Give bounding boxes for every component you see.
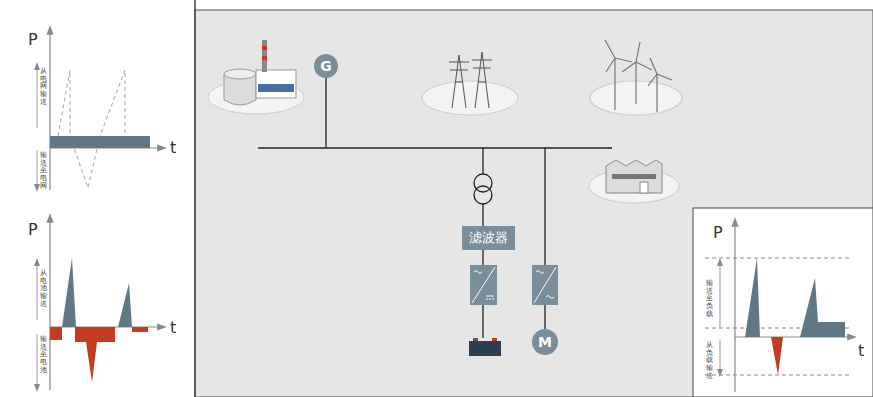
main-panel <box>195 10 873 397</box>
grid-chart <box>37 30 162 190</box>
axis-label: t <box>170 140 176 156</box>
axis-label: P <box>713 225 723 241</box>
axis-direction-label: 从电网输送 <box>40 68 47 106</box>
wiring <box>258 78 612 338</box>
circle-node: G <box>314 54 338 78</box>
circle-node: M <box>532 329 558 355</box>
load-panel <box>693 208 873 397</box>
wind-farm-icon <box>590 40 682 115</box>
node-label: 滤波器 <box>469 229 508 247</box>
node-label: M <box>538 334 552 350</box>
factory-icon <box>589 160 679 203</box>
axis-direction-label: 输送至电池 <box>40 336 47 374</box>
battery-chart <box>37 218 162 390</box>
axis-label: t <box>170 320 176 336</box>
axis-direction-label: 输送至负载 <box>706 280 713 318</box>
battery-icon <box>469 338 501 356</box>
axis-label: P <box>28 222 38 238</box>
axis-direction-label: 输送至电网 <box>40 152 47 190</box>
axis-direction-label: 从负载输送 <box>706 342 713 380</box>
pylon-icon <box>422 52 518 115</box>
converter-symbol <box>470 265 558 305</box>
power-plant-icon <box>208 40 304 114</box>
axis-direction-label: 从电池输送 <box>40 270 47 308</box>
node-label: G <box>320 58 332 74</box>
axis-label: P <box>28 32 38 48</box>
axis-label: t <box>858 343 864 359</box>
load-chart <box>705 222 852 392</box>
filter-box: 滤波器 <box>462 226 515 250</box>
